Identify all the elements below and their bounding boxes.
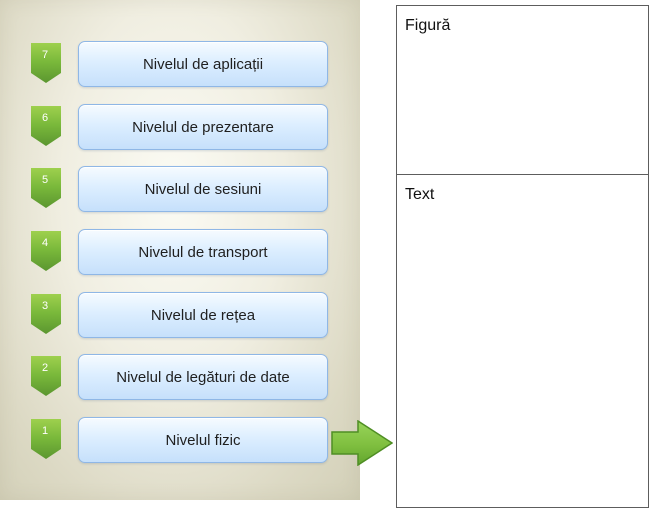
layer-number-2: 2 <box>41 362 49 374</box>
layer-number-1: 1 <box>41 425 49 437</box>
layer-number-4: 4 <box>41 237 49 249</box>
osi-layer-row-6: 6 Nivelul de prezentare <box>0 104 360 154</box>
osi-layer-row-3: 3 Nivelul de rețea <box>0 292 360 342</box>
layer-number-3: 3 <box>41 300 49 312</box>
osi-layer-7-box: Nivelul de aplicații <box>78 41 328 87</box>
layer-number-6: 6 <box>41 112 49 124</box>
osi-layer-row-7: 7 Nivelul de aplicații <box>0 41 360 91</box>
osi-layer-3-label: Nivelul de rețea <box>150 306 256 324</box>
osi-layer-4-box: Nivelul de transport <box>78 229 328 275</box>
osi-layer-7-label: Nivelul de aplicații <box>142 55 264 73</box>
osi-layer-2-box: Nivelul de legături de date <box>78 354 328 400</box>
figure-text-panel: Figură Text <box>396 5 649 508</box>
layer-number-7: 7 <box>41 49 49 61</box>
osi-layer-row-5: 5 Nivelul de sesiuni <box>0 166 360 216</box>
osi-layer-panel: 7 Nivelul de aplicații 6 Nivelul de prez… <box>0 0 360 500</box>
osi-layer-2-label: Nivelul de legături de date <box>116 368 290 386</box>
green-number-badge-icon: 5 <box>31 168 61 208</box>
figure-label: Figură <box>405 17 451 34</box>
text-section: Text <box>397 175 648 507</box>
layer-number-5: 5 <box>41 174 49 186</box>
osi-layer-5-label: Nivelul de sesiuni <box>144 180 262 198</box>
green-number-badge-icon: 2 <box>31 356 61 396</box>
right-arrow-icon <box>331 420 393 466</box>
green-number-badge-icon: 4 <box>31 231 61 271</box>
green-number-badge-icon: 3 <box>31 294 61 334</box>
osi-layer-row-2: 2 Nivelul de legături de date <box>0 354 360 404</box>
osi-layer-3-box: Nivelul de rețea <box>78 292 328 338</box>
osi-layer-row-1: 1 Nivelul fizic <box>0 417 360 467</box>
osi-layer-6-box: Nivelul de prezentare <box>78 104 328 150</box>
green-number-badge-icon: 7 <box>31 43 61 83</box>
green-number-badge-icon: 6 <box>31 106 61 146</box>
text-label: Text <box>405 186 435 203</box>
osi-layer-row-4: 4 Nivelul de transport <box>0 229 360 279</box>
figure-section: Figură <box>397 6 648 175</box>
osi-layer-6-label: Nivelul de prezentare <box>132 118 274 136</box>
osi-layer-4-label: Nivelul de transport <box>138 243 268 261</box>
osi-layer-5-box: Nivelul de sesiuni <box>78 166 328 212</box>
osi-layer-1-label: Nivelul fizic <box>165 431 241 449</box>
green-number-badge-icon: 1 <box>31 419 61 459</box>
osi-layer-1-box: Nivelul fizic <box>78 417 328 463</box>
